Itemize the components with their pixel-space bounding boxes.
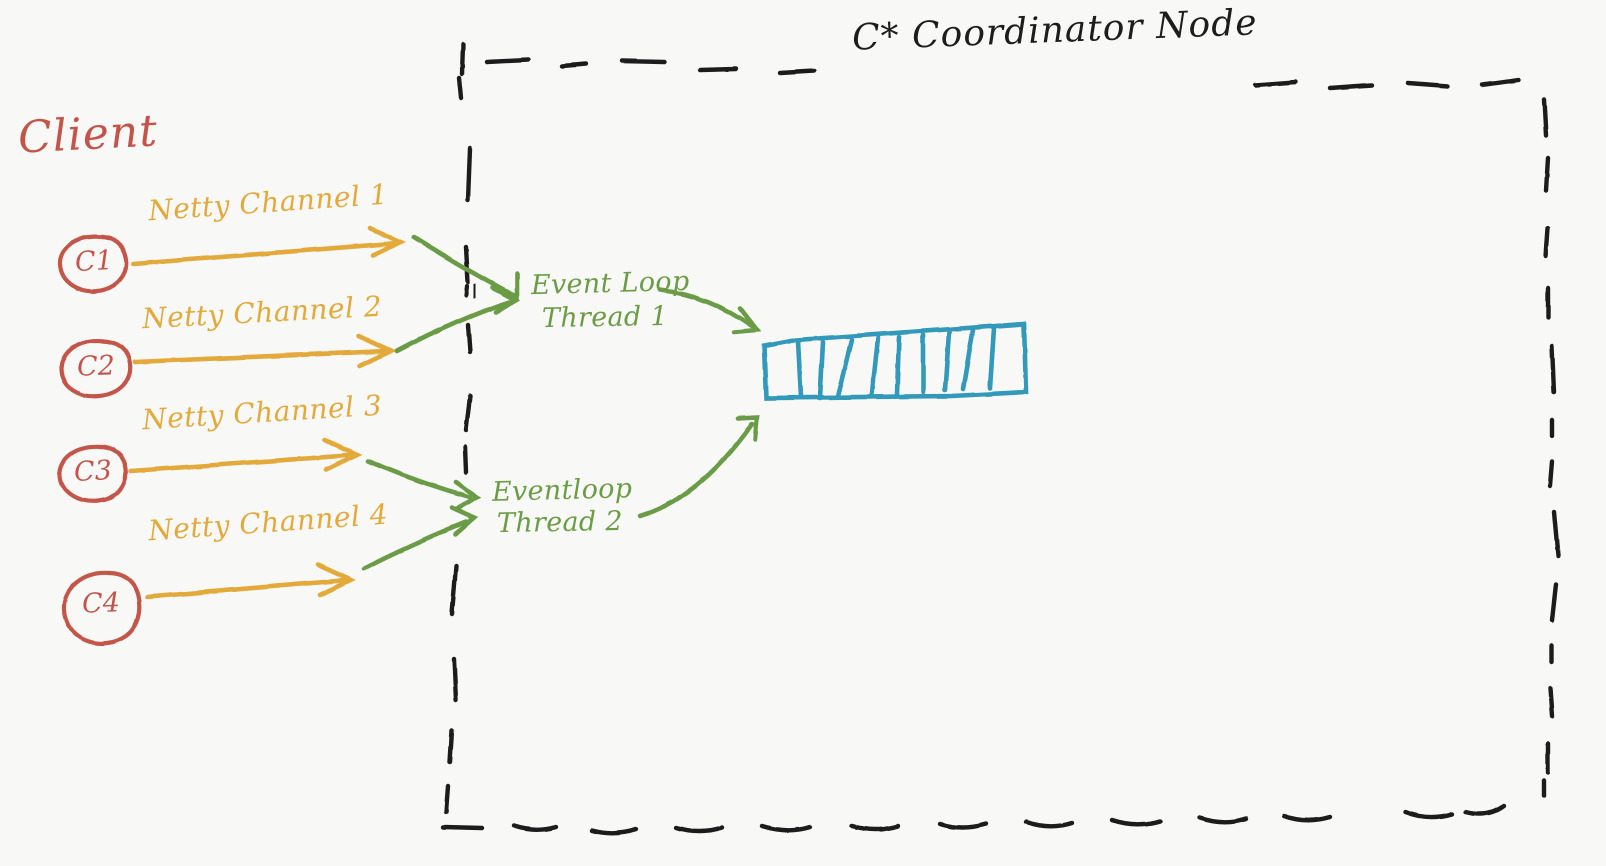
client-circle-c4 [61,570,142,646]
eventloop-feed-arrows [361,234,762,571]
coordinator-node-boundary [440,41,1561,835]
channel-arrow-3 [128,437,363,474]
feed-arrow-ch3-to-loop2 [365,458,482,511]
feed-arrow-ch2-to-loop1 [394,285,521,354]
client-circle-c1 [57,234,129,294]
loop2-to-queue-arrow [637,414,760,519]
feed-arrow-ch4-to-loop2 [361,505,479,571]
client-circle-c3 [57,444,129,504]
client-circle-c2 [58,338,133,399]
channel-arrow-4 [144,562,357,600]
request-queue-box [761,321,1029,401]
stray-ink-marks [472,284,477,299]
queue-cell-dividers [795,325,997,401]
loop1-to-queue-arrow [657,287,762,335]
channel-arrow-1 [130,225,407,267]
channel-arrow-2 [132,333,397,369]
netty-channel-arrows [128,225,407,600]
client-node-circles [57,234,142,646]
